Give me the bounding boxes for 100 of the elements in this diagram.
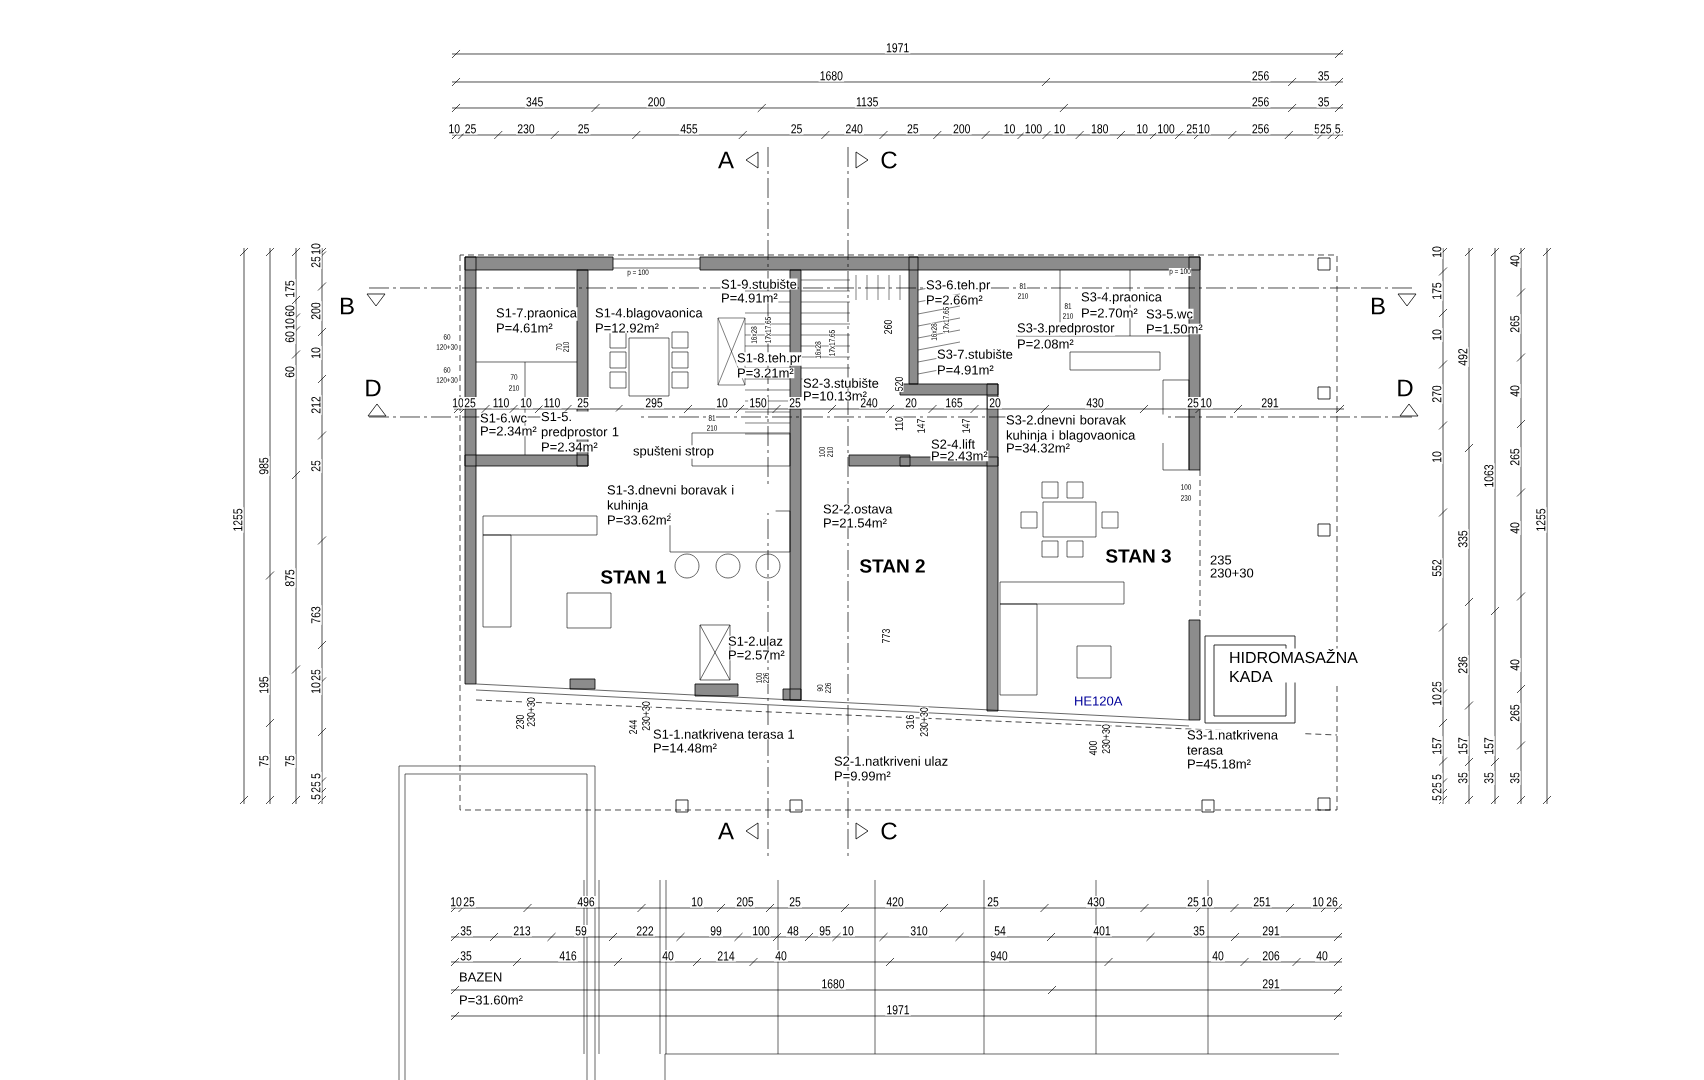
dimension-text: 25 xyxy=(310,780,322,794)
dimension-text: 35 xyxy=(459,925,473,937)
dimension-text: 222 xyxy=(635,925,655,937)
room-label: P=45.18m² xyxy=(1186,758,1252,770)
dimension-text: 940 xyxy=(989,950,1009,962)
dimension-text: 100 xyxy=(1023,123,1044,135)
dimension-text: p = 100 xyxy=(1168,268,1192,276)
room-label: P=12.92m² xyxy=(594,322,660,334)
dimension-text: 205 xyxy=(735,896,755,908)
dimension-text: 150 xyxy=(748,397,768,409)
dimension-text: 25 xyxy=(462,896,476,908)
dimension-text: 180 xyxy=(1089,123,1110,135)
dimension-text: 235 xyxy=(1209,554,1233,566)
dimension-text: 236 xyxy=(1457,655,1469,675)
dimension-text: 773 xyxy=(881,628,891,644)
section-letter: C xyxy=(881,822,897,840)
room-label: S1-7.praonica xyxy=(495,307,578,321)
dimension-text: 200 xyxy=(310,301,322,321)
dimension-text: 230+30 xyxy=(919,706,929,738)
dimension-text: 59 xyxy=(574,925,588,937)
dimension-text: 226 xyxy=(824,682,832,694)
dimension-text: 10 xyxy=(1200,896,1214,908)
dimension-text: 256 xyxy=(1250,96,1271,108)
dimension-text: 240 xyxy=(844,123,865,135)
dimension-text: 10 xyxy=(1197,123,1212,135)
dimension-text: 335 xyxy=(1457,529,1469,549)
dimension-text: 230+30 xyxy=(526,696,536,728)
dimension-text: 1135 xyxy=(854,96,880,108)
dimension-text: 265 xyxy=(1509,314,1521,334)
dimension-text: 40 xyxy=(1509,384,1521,398)
dimension-text: 265 xyxy=(1509,703,1521,723)
dimension-text: 40 xyxy=(1315,950,1329,962)
apartment-label: STAN 3 xyxy=(1104,548,1173,564)
dimension-text: 10 xyxy=(519,397,533,409)
dimension-text: 35 xyxy=(1457,771,1469,785)
dimension-text: 110 xyxy=(491,397,511,409)
room-label: P=9.99m² xyxy=(833,770,892,782)
room-label: HIDROMASAŽNA KADA xyxy=(1228,648,1370,683)
dimension-text: 265 xyxy=(1509,447,1521,467)
dimension-text: 291 xyxy=(1260,397,1280,409)
dimension-text: 985 xyxy=(258,456,270,476)
dimension-text: 25 xyxy=(788,896,802,908)
section-letter: A xyxy=(718,822,734,840)
dimension-text: 763 xyxy=(310,605,322,625)
dimension-text: 430 xyxy=(1085,397,1105,409)
room-label: S1-6.wc xyxy=(479,412,528,424)
dimension-text: 40 xyxy=(774,950,788,962)
dimension-text: 175 xyxy=(284,279,296,299)
room-label: S2-1.natkriveni ulaz xyxy=(833,755,949,767)
room-label: P=4.61m² xyxy=(495,322,554,334)
room-label: S3-5.wc xyxy=(1145,308,1194,320)
dimension-text: 251 xyxy=(1252,896,1272,908)
dimension-text: 70 xyxy=(555,343,563,351)
apartment-label: STAN 1 xyxy=(599,569,668,585)
dimension-text: 17x17.65 xyxy=(828,329,836,357)
dimension-text: 1255 xyxy=(232,507,244,533)
dimension-text: 25 xyxy=(1186,896,1200,908)
dimension-text: 25 xyxy=(463,123,478,135)
dimension-text: 230 xyxy=(1180,494,1192,502)
room-label: S1-8.teh.pr xyxy=(736,352,802,366)
dimension-text: 260 xyxy=(883,319,893,335)
dimension-text: 552 xyxy=(1431,558,1443,578)
dimension-text: 1680 xyxy=(818,70,845,82)
dimension-text: 345 xyxy=(524,96,545,108)
dimension-text: 35 xyxy=(459,950,473,962)
dimension-text: 230 xyxy=(515,714,525,730)
room-label: P=34.32m² xyxy=(1005,442,1071,454)
dimension-text: 10 xyxy=(310,681,322,695)
beam-label: HE120A xyxy=(1073,695,1124,707)
room-label: S1-4.blagovaonica xyxy=(594,307,704,321)
section-letter: C xyxy=(881,151,897,169)
dimension-text: 210 xyxy=(562,341,570,353)
dimension-text: 60 xyxy=(284,365,296,379)
dimension-text: 25 xyxy=(310,459,322,473)
room-label: P=33.62m² xyxy=(606,514,672,526)
dimension-text: 455 xyxy=(679,123,699,135)
room-label: S2-3.stubište xyxy=(802,377,880,389)
dimension-text: 99 xyxy=(709,925,723,937)
room-label: P=2.57m² xyxy=(727,649,786,661)
dimension-text: 492 xyxy=(1457,347,1469,367)
dimension-text: 81 xyxy=(1064,302,1072,310)
room-label: S3-1.natkrivena terasa xyxy=(1186,729,1304,756)
dimension-text: 210 xyxy=(1017,292,1029,300)
dimension-text: 430 xyxy=(1086,896,1106,908)
room-label: S3-4.praonica xyxy=(1080,291,1163,305)
room-label: P=3.21m² xyxy=(736,367,795,379)
dimension-text: 54 xyxy=(993,925,1007,937)
dimension-text: 200 xyxy=(951,123,972,135)
dimension-text: 157 xyxy=(1431,736,1443,756)
room-label: P=31.60m² xyxy=(458,994,524,1006)
dimension-text: 25 xyxy=(310,668,322,682)
dimension-text: 60 xyxy=(284,304,296,318)
section-letter: D xyxy=(366,379,381,397)
dimension-text: 10 xyxy=(284,317,296,331)
dimension-text: 100 xyxy=(755,672,763,684)
dimension-text: 5 xyxy=(1333,123,1342,135)
dimension-text: 316 xyxy=(905,714,915,730)
dimension-text: 17x17.65 xyxy=(942,306,950,334)
room-label: P=14.48m² xyxy=(652,742,718,754)
section-letter: D xyxy=(1398,379,1413,397)
